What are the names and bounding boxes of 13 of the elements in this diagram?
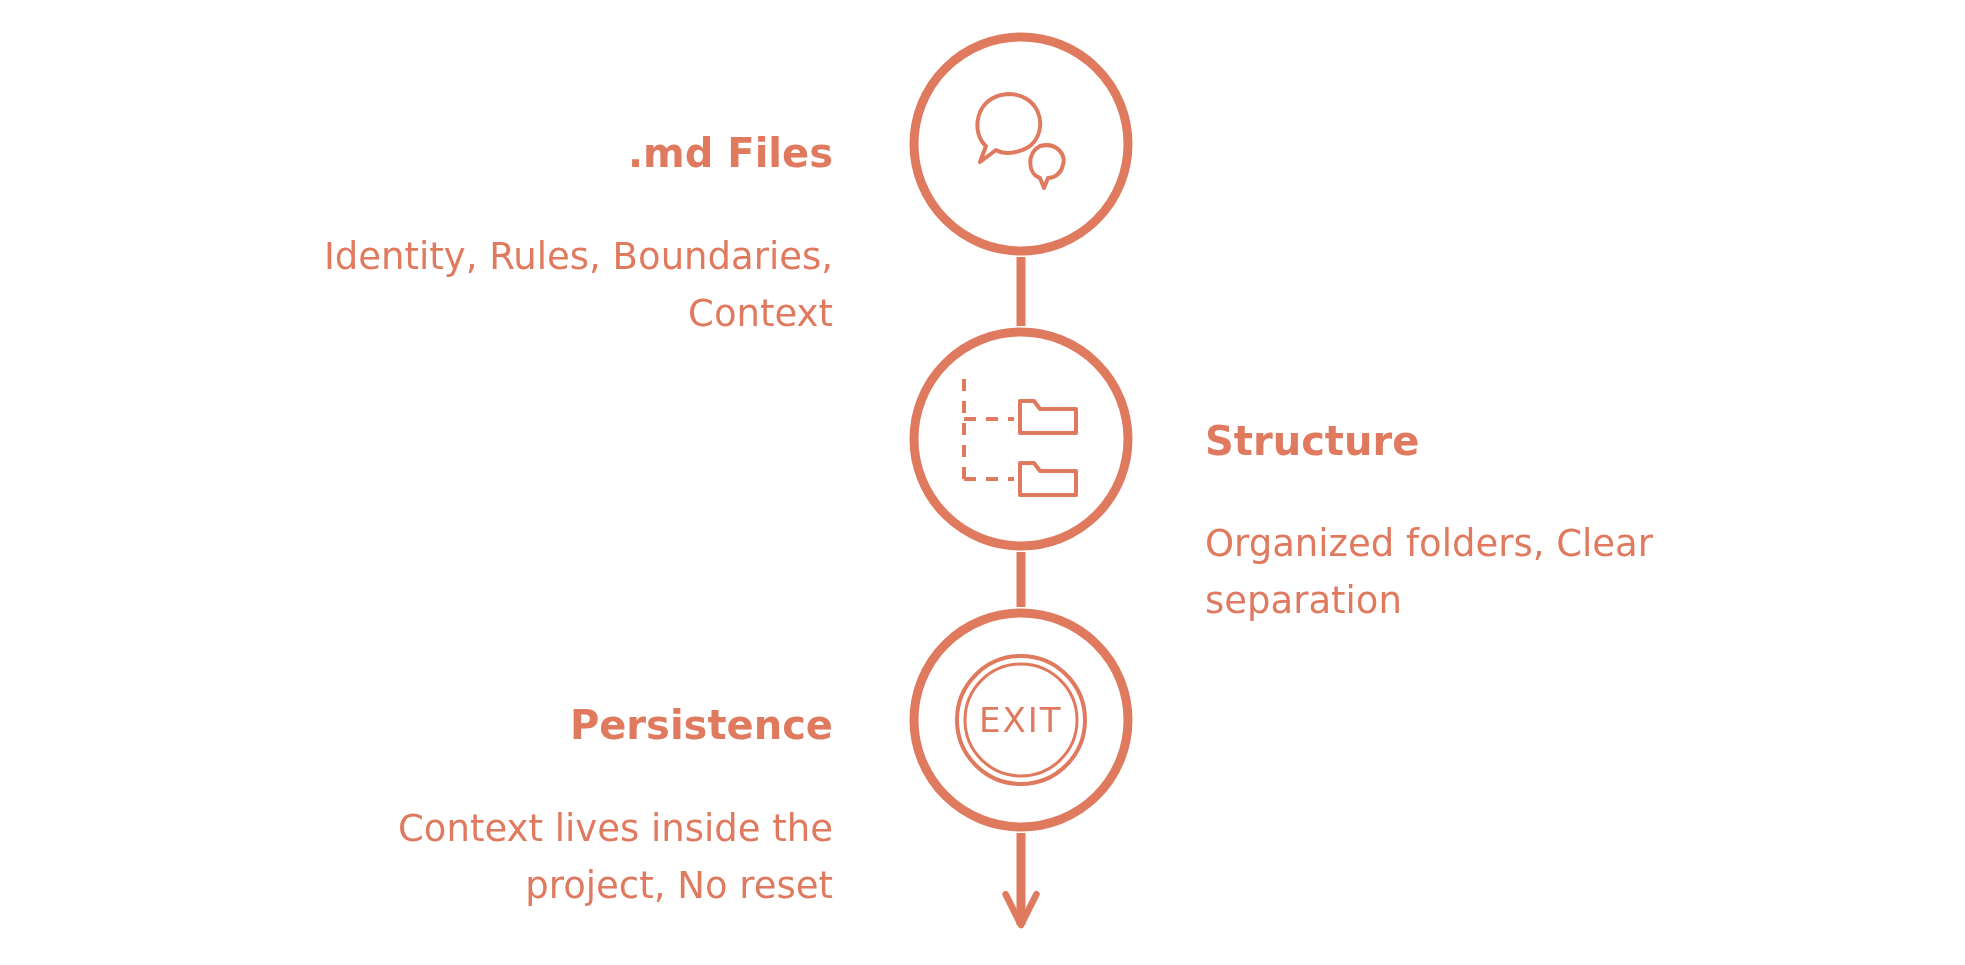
circle-node: [908, 607, 1134, 833]
heading: Persistence: [568, 701, 833, 750]
heading: Structure: [1205, 417, 1421, 466]
heading: .md Files: [626, 129, 833, 178]
sign-text: EXIT: [979, 700, 1063, 740]
description: Organized folders, Clear separation: [1205, 521, 1654, 625]
description: Context lives inside the project, No reset: [397, 806, 833, 910]
circle-node: [908, 31, 1134, 257]
connector-line: [1016, 257, 1026, 326]
connector-line: [1016, 552, 1026, 607]
description: Identity, Rules, Boundaries, Context: [322, 234, 833, 338]
arrow: [1002, 833, 1040, 929]
circle-node: [908, 326, 1134, 552]
